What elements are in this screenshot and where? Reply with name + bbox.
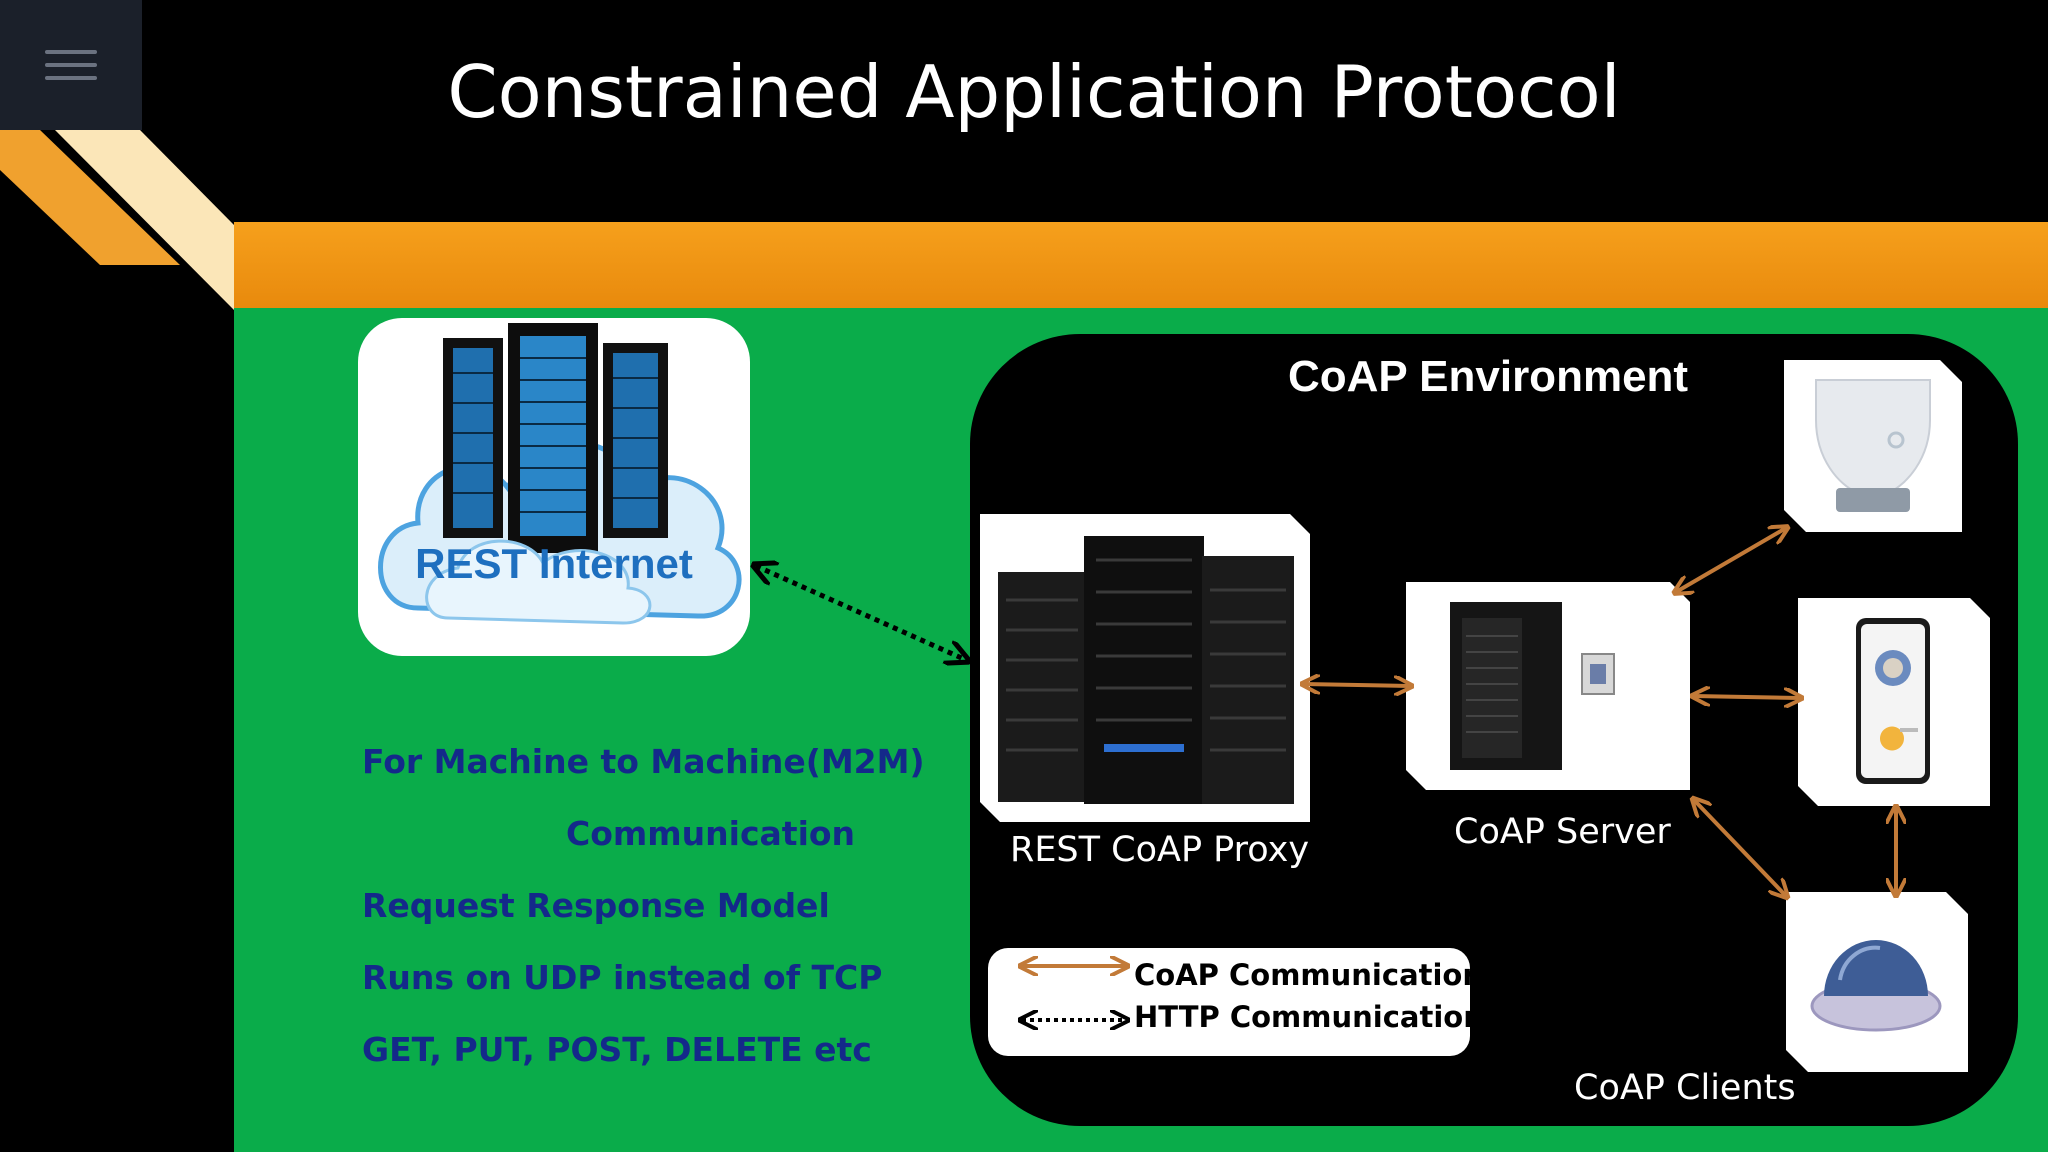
bullet-request-response: Request Response Model: [362, 886, 830, 925]
rest-internet-label: REST Internet: [415, 540, 693, 587]
rest-internet-card: [358, 318, 750, 656]
slide-title: Constrained Application Protocol: [447, 50, 1621, 134]
decorative-stripes: [0, 100, 234, 310]
legend-arrows: [988, 948, 1470, 1056]
clients-label: CoAP Clients: [1574, 1068, 1796, 1108]
dome-sensor-icon: [1810, 940, 1942, 1032]
bullet-m2m: For Machine to Machine(M2M): [362, 742, 925, 781]
menu-button[interactable]: [0, 0, 142, 130]
bullet-methods: GET, PUT, POST, DELETE etc: [362, 1030, 872, 1069]
bulb-card: [1784, 360, 1962, 532]
smartphone-icon: [1856, 618, 1930, 784]
coap-arrows: [1304, 528, 1896, 896]
legend-coap-label: CoAP Communication: [1134, 958, 1484, 992]
legend-http-label: HTTP Communication: [1134, 1000, 1484, 1034]
proxy-label: REST CoAP Proxy: [1010, 830, 1310, 870]
cloud-server-icon: [378, 323, 742, 625]
server-card: [1406, 582, 1690, 790]
server-rack-icon: [998, 536, 1294, 804]
smart-bulb-icon: [1815, 379, 1931, 512]
phone-card: [1798, 598, 1990, 806]
hamburger-menu-icon: [45, 41, 97, 89]
http-arrow: [756, 566, 966, 660]
legend: CoAP Communication HTTP Communication: [988, 948, 1484, 1056]
orange-banner: [234, 222, 2048, 310]
bullet-udp: Runs on UDP instead of TCP: [362, 958, 883, 997]
tower-server-icon: [1450, 602, 1615, 770]
dome-card: [1786, 892, 1968, 1072]
proxy-card: [980, 514, 1310, 822]
bullet-m2m-continued: Communication: [566, 814, 856, 853]
server-label: CoAP Server: [1454, 812, 1671, 852]
coap-environment-title: CoAP Environment: [1287, 352, 1689, 401]
